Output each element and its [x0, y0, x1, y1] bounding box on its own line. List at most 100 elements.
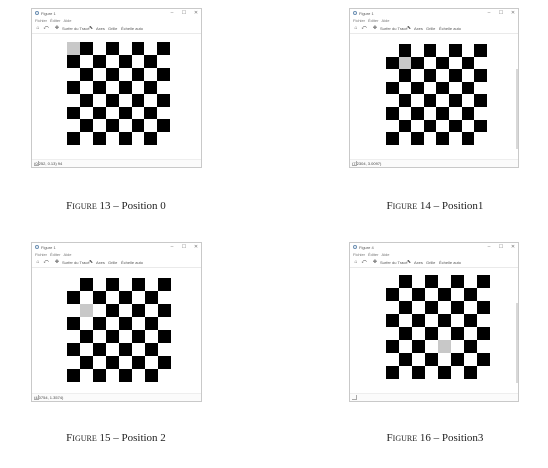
window-title: Figure 1 — [41, 11, 56, 16]
menu-item-1[interactable]: Éditer — [50, 252, 61, 257]
board-square — [145, 317, 158, 330]
maximize-button[interactable]: ☐ — [181, 244, 187, 250]
autoscale-button[interactable]: Échelle auto — [121, 260, 144, 265]
home-icon[interactable]: ⌂ — [36, 259, 40, 265]
menu-item-0[interactable]: Fichier — [35, 18, 48, 23]
board-square — [464, 353, 477, 366]
move-icon[interactable]: ✥ — [372, 259, 378, 265]
grid-button[interactable]: Grille — [108, 260, 118, 265]
resize-grip-icon[interactable] — [34, 395, 39, 400]
board-square — [93, 369, 106, 382]
board-square — [67, 343, 80, 356]
menu-item-2[interactable]: Aide — [381, 252, 390, 257]
board-square — [131, 54, 145, 68]
autoscale-button[interactable]: Échelle auto — [439, 260, 462, 265]
maximize-button[interactable]: ☐ — [498, 244, 504, 250]
cursor-icon[interactable]: ⬉ — [406, 259, 412, 265]
board-square — [412, 301, 425, 314]
cursor-icon[interactable]: ⬉ — [88, 25, 94, 31]
scrollbar[interactable] — [516, 69, 518, 149]
minimize-button[interactable]: – — [487, 10, 491, 16]
board-square — [67, 317, 80, 330]
axes-button[interactable]: Axes — [96, 260, 105, 265]
home-icon[interactable]: ⌂ — [36, 25, 40, 31]
menu-item-1[interactable]: Éditer — [368, 18, 379, 23]
menu-item-1[interactable]: Éditer — [50, 18, 61, 23]
board-square — [92, 93, 106, 107]
close-button[interactable]: ✕ — [510, 244, 516, 250]
axes-button[interactable]: Axes — [96, 26, 105, 31]
home-icon[interactable]: ⌂ — [354, 259, 358, 265]
board-square — [132, 304, 145, 317]
menu-item-2[interactable]: Aide — [381, 18, 390, 23]
board-square — [399, 275, 412, 288]
maximize-button[interactable]: ☐ — [498, 10, 504, 16]
board-square — [106, 291, 119, 304]
autoscale-button[interactable]: Échelle auto — [121, 26, 144, 31]
board-square — [461, 94, 475, 108]
board-square — [386, 314, 399, 327]
zoom-icon[interactable]: ⤺ — [43, 25, 49, 31]
board-square — [118, 42, 132, 55]
board-square — [451, 314, 464, 327]
grid-button[interactable]: Grille — [426, 260, 436, 265]
board-square — [386, 81, 399, 95]
scrollbar[interactable] — [516, 303, 518, 383]
resize-grip-icon[interactable] — [352, 161, 357, 166]
window-title: Figure 1 — [41, 245, 56, 250]
grid-button[interactable]: Grille — [108, 26, 118, 31]
close-button[interactable]: ✕ — [193, 10, 199, 16]
board-square — [436, 81, 450, 95]
menu-item-2[interactable]: Aide — [63, 252, 72, 257]
plot-surface-button[interactable]: Surfer du Tracé — [380, 26, 408, 31]
board-square — [461, 44, 475, 57]
board-square — [145, 330, 158, 343]
axes-button[interactable]: Axes — [414, 260, 423, 265]
board-square — [158, 304, 171, 317]
zoom-icon[interactable]: ⤺ — [43, 259, 49, 265]
board-square — [464, 288, 477, 301]
close-button[interactable]: ✕ — [193, 244, 199, 250]
board-square — [132, 356, 145, 369]
menu-item-0[interactable]: Fichier — [35, 252, 48, 257]
maximize-button[interactable]: ☐ — [181, 10, 187, 16]
axes-button[interactable]: Axes — [414, 26, 423, 31]
board-square — [118, 54, 132, 68]
board-square — [119, 369, 132, 382]
menu-item-1[interactable]: Éditer — [368, 252, 379, 257]
move-icon[interactable]: ✥ — [372, 25, 378, 31]
zoom-icon[interactable]: ⤺ — [361, 25, 367, 31]
resize-grip-icon[interactable] — [34, 161, 39, 166]
autoscale-button[interactable]: Échelle auto — [439, 26, 462, 31]
plot-surface-button[interactable]: Surfer du Tracé — [62, 26, 90, 31]
board-square — [79, 80, 93, 94]
status-bar: (0.252, 0.13) 94 — [32, 159, 201, 167]
close-button[interactable]: ✕ — [510, 10, 516, 16]
plot-surface-button[interactable]: Surfer du Tracé — [380, 260, 408, 265]
board-square — [411, 107, 425, 120]
board-square — [464, 275, 477, 288]
board-square — [145, 369, 158, 382]
board-square — [438, 288, 451, 301]
board-square — [425, 340, 438, 353]
grid-button[interactable]: Grille — [426, 26, 436, 31]
board-square — [451, 340, 464, 353]
move-icon[interactable]: ✥ — [54, 25, 60, 31]
minimize-button[interactable]: – — [170, 244, 174, 250]
board-square — [386, 366, 399, 379]
move-icon[interactable]: ✥ — [54, 259, 60, 265]
board-square — [145, 291, 158, 304]
cursor-icon[interactable]: ⬉ — [88, 259, 94, 265]
home-icon[interactable]: ⌂ — [354, 25, 358, 31]
menu-item-2[interactable]: Aide — [63, 18, 72, 23]
menu-item-0[interactable]: Fichier — [353, 252, 366, 257]
zoom-icon[interactable]: ⤺ — [361, 259, 367, 265]
plot-surface-button[interactable]: Surfer du Tracé — [62, 260, 90, 265]
minimize-button[interactable]: – — [170, 10, 174, 16]
cursor-icon[interactable]: ⬉ — [406, 25, 412, 31]
menu-item-0[interactable]: Fichier — [353, 18, 366, 23]
minimize-button[interactable]: – — [487, 244, 491, 250]
resize-grip-icon[interactable] — [352, 395, 357, 400]
